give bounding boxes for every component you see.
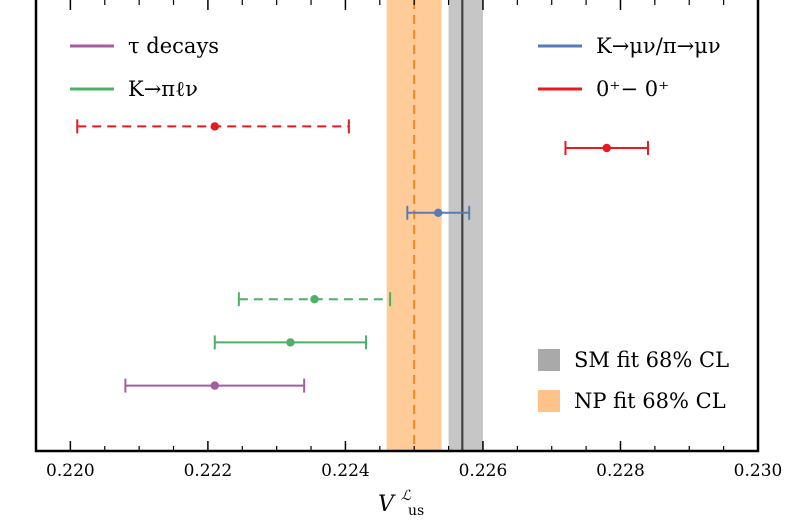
data-point	[434, 208, 443, 217]
errorbar-s0-p0	[124, 378, 306, 393]
x-tick-label: 0.230	[734, 461, 783, 481]
plot-frame	[34, 0, 760, 453]
legend-np: NP fit 68% CL	[538, 389, 726, 413]
fit-bands	[386, 0, 483, 451]
x-tick-label: 0.220	[46, 461, 95, 481]
errorbar-s1-p1	[237, 292, 392, 307]
data-point	[286, 338, 295, 347]
data-point	[602, 143, 611, 153]
errorbar-s1-p0	[213, 335, 368, 350]
data-series	[76, 119, 649, 393]
legend-superallowed-label: 0⁺− 0⁺	[596, 77, 669, 101]
x-tick-label: 0.224	[321, 461, 370, 481]
legend-np-swatch	[538, 390, 560, 412]
data-point	[210, 381, 219, 390]
data-point	[310, 295, 319, 304]
x-axis-label-main: V	[378, 492, 396, 517]
errorbar-s3-p1	[564, 141, 649, 155]
data-point	[210, 122, 219, 131]
legend-np-label: NP fit 68% CL	[574, 389, 726, 413]
legend-kmunu: K→μν/π→μν	[538, 34, 721, 58]
legend-tau: τ decays	[70, 34, 219, 58]
legend-sm: SM fit 68% CL	[538, 348, 729, 372]
legend-kmunu-label: K→μν/π→μν	[596, 34, 721, 58]
errorbar-s2-p0	[406, 205, 471, 220]
x-axis-label-sub: us	[408, 503, 424, 519]
legend-kpilnu: K→πℓν	[70, 77, 198, 101]
x-tick-label: 0.226	[459, 461, 508, 481]
x-axis-label: V ℒ us	[378, 481, 424, 519]
legend-sm-swatch	[538, 349, 560, 371]
x-axis-label-sup: ℒ	[401, 488, 412, 504]
legend-kpilnu-label: K→πℓν	[128, 77, 198, 101]
x-tick-label: 0.228	[596, 461, 645, 481]
band-sm	[448, 0, 483, 451]
errorbar-s3-p0	[76, 119, 350, 134]
legend-superallowed: 0⁺− 0⁺	[538, 77, 669, 101]
legend-sm-label: SM fit 68% CL	[574, 348, 729, 372]
x-axis-ticks: 0.220 0.222 0.224 0.226 0.228 0.230	[35, 0, 783, 481]
legend-tau-label: τ decays	[128, 34, 219, 58]
x-tick-label: 0.222	[184, 461, 233, 481]
